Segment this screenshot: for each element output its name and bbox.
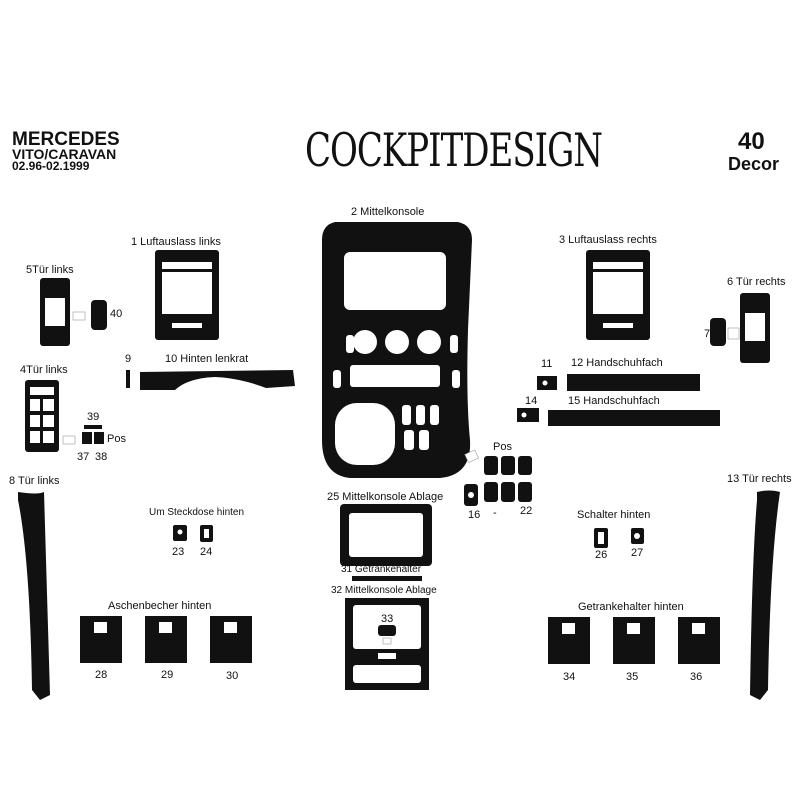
label-part-3: 3 Luftauslass rechts xyxy=(559,234,657,246)
part-8-shape xyxy=(18,492,50,700)
label-part-27: 27 xyxy=(631,547,644,559)
label-part-15: 15 Handschuhfach xyxy=(568,395,660,407)
label-pos: Pos xyxy=(493,441,512,453)
part-4-shape xyxy=(25,380,76,452)
set-style: Decor xyxy=(728,154,780,174)
label-part-1: 1 Luftauslass links xyxy=(131,236,221,248)
label-part-6: 6 Tür rechts xyxy=(727,276,786,288)
label-part-2: 2 Mittelkonsole xyxy=(351,206,425,218)
label-part-26: 26 xyxy=(595,549,608,561)
label-part-29: 29 xyxy=(161,669,174,681)
label-part-39: 39 xyxy=(87,411,100,423)
label-part-25: 25 Mittelkonsole Ablage xyxy=(327,491,444,503)
set-number: 40 xyxy=(738,128,765,155)
part-15-shape xyxy=(548,410,720,426)
part-5-shape xyxy=(40,278,107,346)
label-getrankehalter: Getrankehalter hinten xyxy=(578,601,684,613)
part-10-shape xyxy=(140,370,295,390)
part-38-shape xyxy=(94,432,104,444)
label-aschenbecher: Aschenbecher hinten xyxy=(108,600,212,612)
part-13-shape xyxy=(750,490,780,700)
label-schalter: Schalter hinten xyxy=(577,509,651,521)
part-1-shape xyxy=(155,250,219,340)
label-part-9: 9 xyxy=(125,353,132,365)
part-6-shape xyxy=(710,293,770,363)
label-part-7: 7 xyxy=(704,328,711,340)
label-part-36: 36 xyxy=(690,671,703,683)
brand-title: MERCEDES xyxy=(12,129,120,150)
label-part-32: 32 Mittelkonsole Ablage xyxy=(331,585,437,596)
label-part-38: 38 xyxy=(95,451,108,463)
model-title: VITO/CARAVAN xyxy=(12,146,117,162)
label-part-14: 14 xyxy=(525,395,538,407)
label-part-34: 34 xyxy=(563,671,576,683)
label-part-37: 37 xyxy=(77,451,90,463)
part-12-shape xyxy=(567,374,700,391)
label-dash: - xyxy=(493,507,497,519)
label-part-23: 23 xyxy=(172,546,185,558)
year-range: 02.96-02.1999 xyxy=(12,159,90,173)
label-part-35: 35 xyxy=(626,671,639,683)
part-37-shape xyxy=(82,432,92,444)
part-32-shape xyxy=(345,598,429,690)
label-part-28: 28 xyxy=(95,669,108,681)
cupholder-shapes xyxy=(548,617,720,664)
part-3-shape xyxy=(586,250,650,340)
part-9-shape xyxy=(126,370,130,388)
label-part-13: 13 Tür rechts xyxy=(727,473,792,485)
part-2-shape xyxy=(322,222,472,478)
label-part-22: 22 xyxy=(520,505,533,517)
cockpitdesign-logo: COCKPITDESIGN xyxy=(305,124,603,178)
label-part-11: 11 xyxy=(541,358,553,370)
label-part-8: 8 Tür links xyxy=(9,475,60,487)
label-pos-left: Pos xyxy=(107,433,126,445)
label-steckdose: Um Steckdose hinten xyxy=(149,507,245,518)
label-part-40: 40 xyxy=(110,308,123,320)
label-part-24: 24 xyxy=(200,546,213,558)
label-part-30: 30 xyxy=(226,670,239,682)
ashtray-shapes xyxy=(80,616,252,663)
label-part-4: 4Tür links xyxy=(20,364,68,376)
label-part-12: 12 Handschuhfach xyxy=(571,357,663,369)
label-part-16: 16 xyxy=(468,509,481,521)
part-16-22-shapes xyxy=(464,449,532,506)
label-part-33: 33 xyxy=(381,613,394,625)
part-39-shape xyxy=(84,425,102,429)
label-part-5: 5Tür links xyxy=(26,264,74,276)
label-part-10: 10 Hinten lenkrat xyxy=(165,353,249,365)
part-14-shape xyxy=(517,408,539,422)
label-part-31: 31 Getrankehalter xyxy=(341,564,422,575)
part-31-shape xyxy=(352,576,422,581)
